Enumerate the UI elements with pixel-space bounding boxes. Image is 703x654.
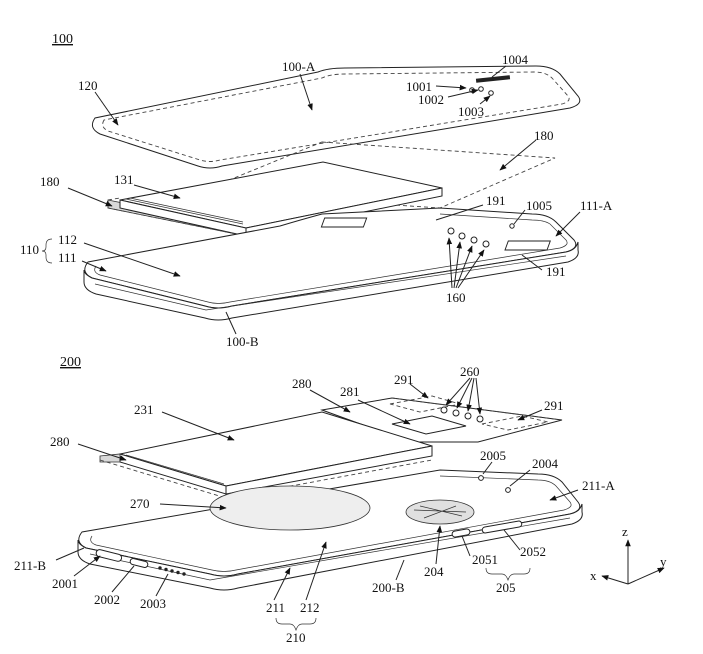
label-211: 211: [266, 600, 285, 615]
figure-200-labels: 291 260 280 281 291 231 280 2005 2004 21…: [14, 364, 615, 645]
button-2052: [481, 520, 523, 534]
label-1003: 1003: [458, 104, 484, 119]
axis-label-z: z: [622, 524, 628, 539]
label-205: 205: [496, 580, 516, 595]
label-211-a: 211-A: [582, 478, 615, 493]
label-1004: 1004: [502, 52, 529, 67]
label-291-top: 291: [394, 372, 414, 387]
label-200-b: 200-B: [372, 580, 405, 595]
label-281: 281: [340, 384, 360, 399]
label-210: 210: [286, 630, 306, 645]
region-191-right: [504, 240, 551, 251]
label-111: 111: [58, 250, 77, 265]
region-270: [209, 485, 371, 531]
label-131: 131: [114, 172, 134, 187]
contact-160-d: [482, 240, 490, 248]
label-160: 160: [446, 290, 466, 305]
label-212: 212: [300, 600, 320, 615]
label-270: 270: [130, 496, 150, 511]
port-2002: [129, 558, 149, 568]
label-2001: 2001: [52, 576, 78, 591]
module-131: [107, 161, 443, 237]
label-2005: 2005: [480, 448, 506, 463]
label-100-a: 100-A: [282, 59, 316, 74]
contact-160-b: [458, 232, 466, 240]
holes-2003: [158, 566, 186, 576]
contact-160-c: [470, 236, 478, 244]
label-211-b: 211-B: [14, 558, 46, 573]
label-112: 112: [58, 232, 77, 247]
label-291-right: 291: [544, 398, 564, 413]
label-120: 120: [78, 78, 98, 93]
label-111-a: 111-A: [580, 198, 613, 213]
figure-100: 100: [20, 32, 613, 349]
hole-1003: [488, 90, 494, 96]
speaker-slot-1004: [475, 75, 511, 83]
housing-110: [83, 207, 579, 321]
label-1005: 1005: [526, 198, 552, 213]
coordinate-axes: z y x: [590, 524, 667, 585]
figure-200-title: 200: [60, 355, 81, 370]
axis-label-x: x: [590, 568, 597, 583]
contact-260-a: [440, 406, 448, 414]
button-2051: [451, 528, 471, 538]
hole-1005: [509, 223, 515, 229]
cover-plate-100-a: [91, 65, 581, 169]
module-231: [99, 411, 433, 499]
port-2001: [95, 549, 123, 562]
figure-100-title: 100: [52, 32, 73, 47]
figure-100-leaders: [41, 65, 581, 335]
label-180-left: 180: [40, 174, 60, 189]
label-231: 231: [134, 402, 154, 417]
label-2002: 2002: [94, 592, 120, 607]
hole-2004: [505, 487, 511, 493]
label-1001: 1001: [406, 79, 432, 94]
label-2004: 2004: [532, 456, 559, 471]
axis-label-y: y: [660, 554, 667, 569]
figure-200-leaders: [55, 377, 579, 632]
label-2052: 2052: [520, 544, 546, 559]
region-191-left: [320, 217, 368, 228]
contact-160-a: [447, 227, 455, 235]
figure-100-labels: 100-A 120 1004 1001 1002 1003 180 131 18…: [20, 52, 613, 349]
contact-260-d: [476, 415, 484, 423]
contact-260-c: [464, 412, 472, 420]
label-280-top: 280: [292, 376, 312, 391]
hole-1002: [478, 86, 484, 92]
label-2003: 2003: [140, 596, 166, 611]
label-280-left: 280: [50, 434, 70, 449]
label-260: 260: [460, 364, 480, 379]
label-191-bottom: 191: [546, 264, 566, 279]
label-110: 110: [20, 242, 39, 257]
label-1002: 1002: [418, 92, 444, 107]
figure-200: 200: [14, 355, 615, 645]
label-180-right: 180: [534, 128, 554, 143]
label-2051: 2051: [472, 552, 498, 567]
label-100-b: 100-B: [226, 334, 259, 349]
hole-2005: [478, 475, 484, 481]
housing-210: [77, 469, 583, 591]
contact-260-b: [452, 409, 460, 417]
label-191-top: 191: [486, 193, 506, 208]
label-204: 204: [424, 564, 444, 579]
